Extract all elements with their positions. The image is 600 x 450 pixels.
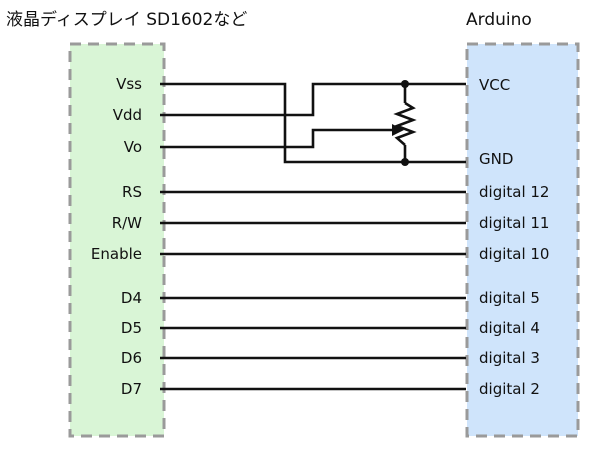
- potentiometer-zigzag: [393, 101, 417, 146]
- arduino-pin-digital3: digital 3: [479, 349, 540, 367]
- lcd-pin-d6: D6: [121, 349, 142, 367]
- junction-vcc: [401, 80, 409, 88]
- lcd-pin-labels: Vss Vdd Vo RS R/W Enable D4 D5 D6 D7: [91, 75, 142, 398]
- wire-vss-gnd: [160, 82, 466, 164]
- arduino-pin-gnd: GND: [479, 150, 513, 168]
- lcd-pin-rs: RS: [122, 183, 142, 201]
- potentiometer-icon: [392, 101, 417, 146]
- wires: [160, 82, 466, 391]
- lcd-pin-d5: D5: [121, 319, 142, 337]
- arduino-pin-digital4: digital 4: [479, 319, 540, 337]
- arduino-pin-digital11: digital 11: [479, 214, 549, 232]
- arduino-pin-labels: VCC GND digital 12 digital 11 digital 10…: [479, 76, 549, 398]
- lcd-pin-d4: D4: [121, 289, 142, 307]
- arduino-pin-digital12: digital 12: [479, 183, 549, 201]
- lcd-pin-vdd: Vdd: [113, 106, 142, 124]
- arduino-pin-vcc: VCC: [479, 76, 510, 94]
- potentiometer-wiper-arrow: [392, 124, 404, 136]
- arduino-board-box: [465, 42, 580, 438]
- lcd-pin-vo: Vo: [124, 138, 142, 156]
- lcd-module-box: [68, 42, 166, 438]
- lcd-pin-enable: Enable: [91, 245, 142, 263]
- junction-gnd: [401, 158, 409, 166]
- wire-vo-wiper: [160, 128, 392, 149]
- arduino-pin-digital5: digital 5: [479, 289, 540, 307]
- lcd-pin-rw: R/W: [112, 214, 142, 232]
- lcd-title: 液晶ディスプレイ SD1602など: [6, 9, 247, 30]
- arduino-pin-digital10: digital 10: [479, 245, 549, 263]
- lcd-pin-d7: D7: [121, 380, 142, 398]
- arduino-pin-digital2: digital 2: [479, 380, 540, 398]
- arduino-title: Arduino: [466, 10, 532, 30]
- wire-vdd-vcc: [160, 82, 466, 117]
- lcd-pin-vss: Vss: [116, 75, 142, 93]
